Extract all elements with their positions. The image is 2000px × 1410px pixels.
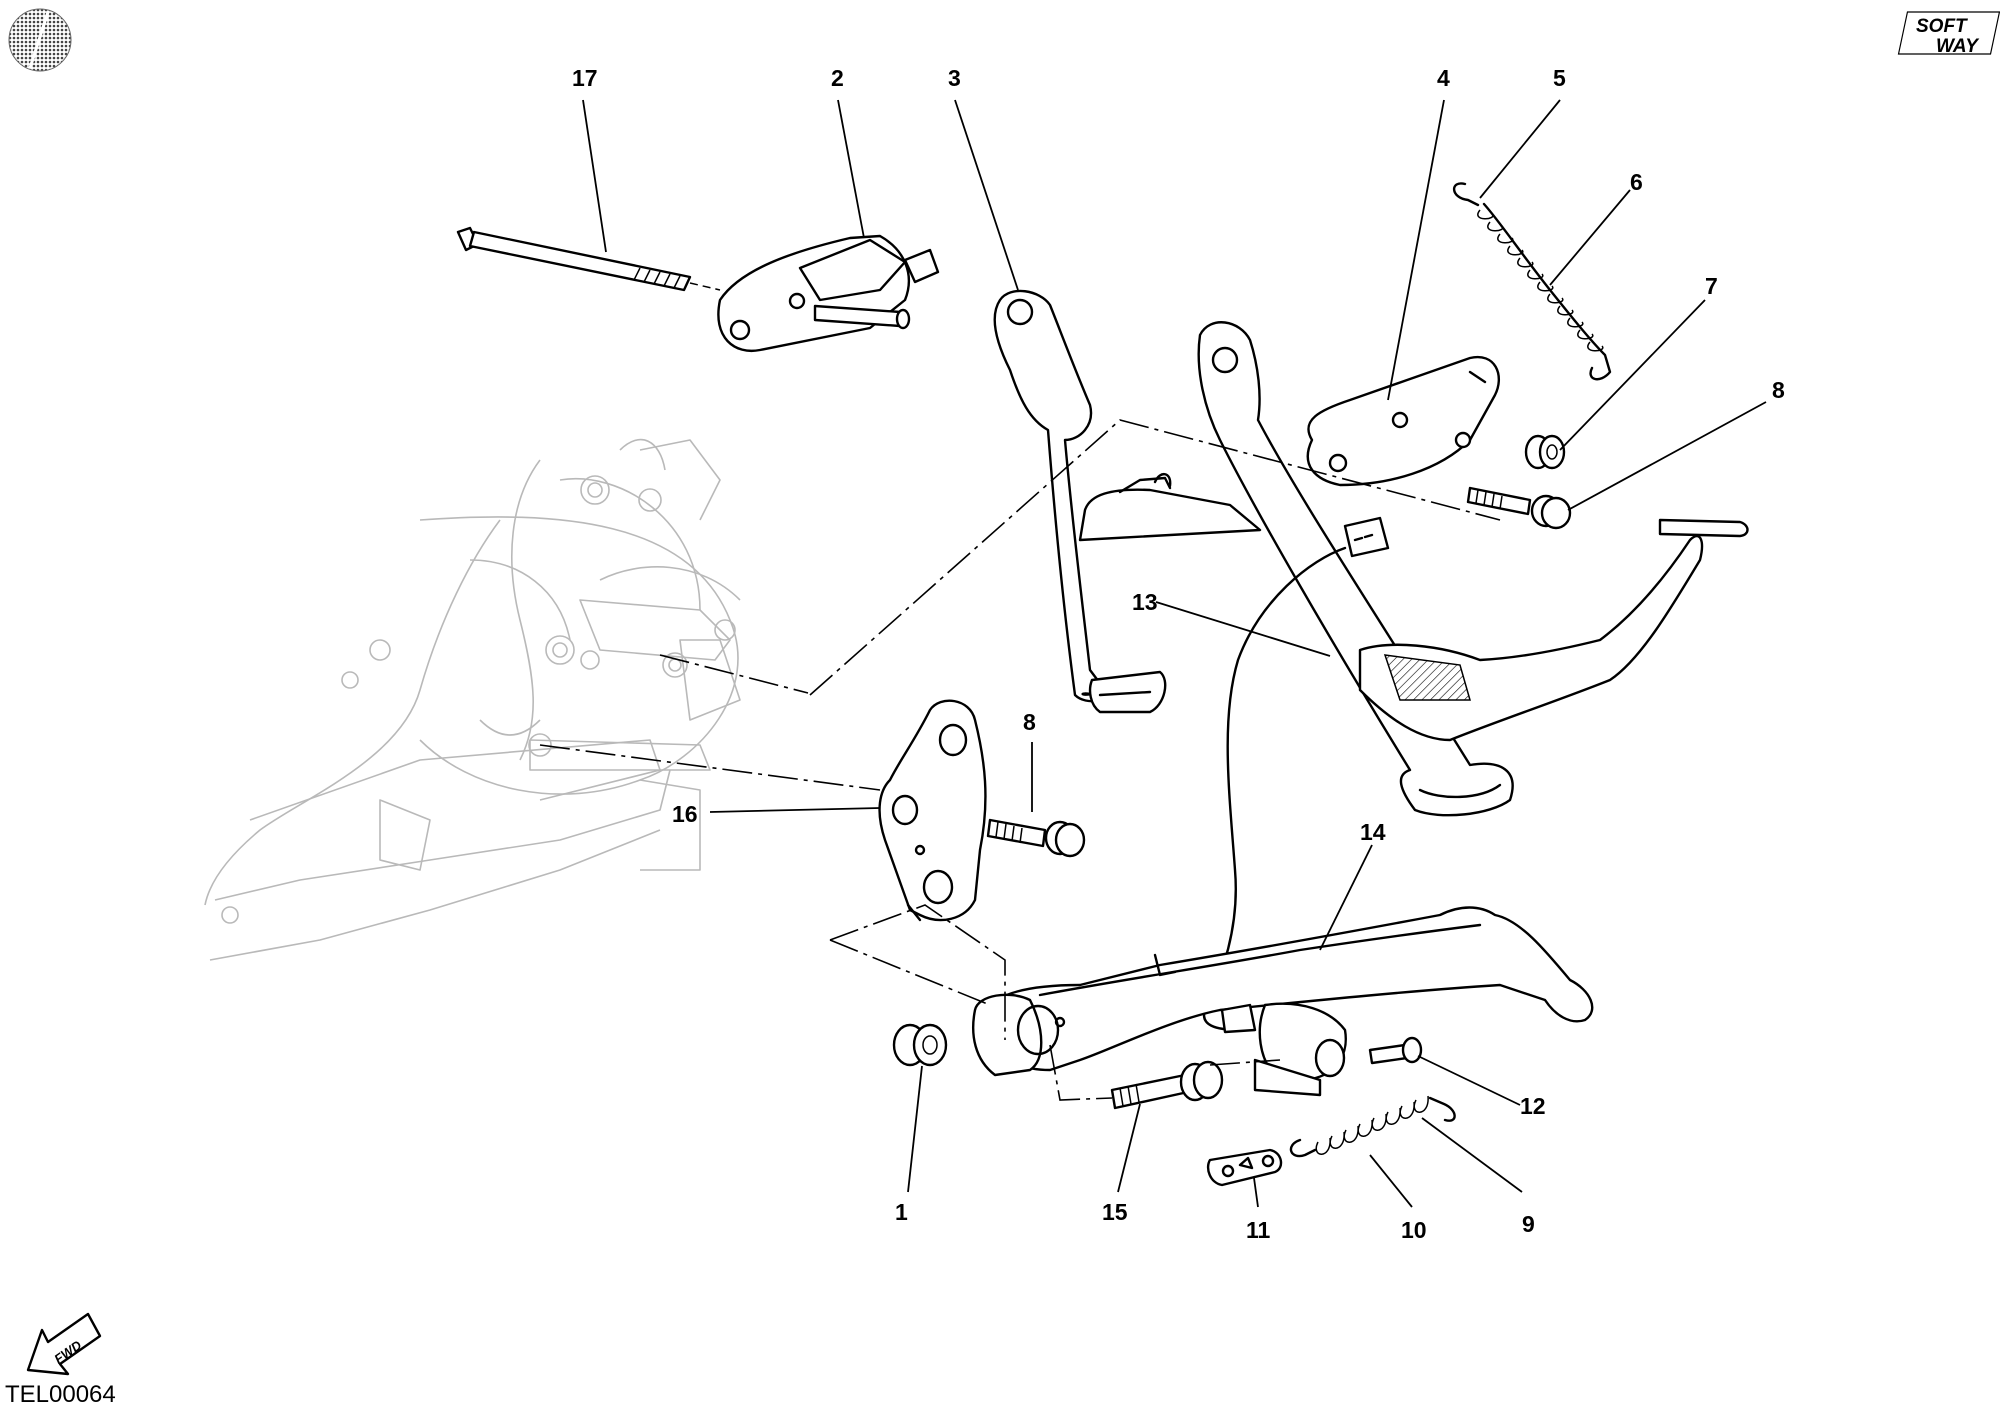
forward-direction-arrow: FWD [26, 1312, 102, 1376]
part-1-bushing [892, 1023, 948, 1067]
part-8-bolt-upper [1466, 486, 1572, 530]
part-5-6-spring [1452, 182, 1612, 381]
callout-15: 15 [1102, 1199, 1128, 1225]
drawing-code: TEL00064 [5, 1381, 116, 1408]
part-14-side-stand [972, 906, 1594, 1097]
part-3-left-leg [993, 289, 1167, 714]
callout-1: 1 [895, 1199, 908, 1225]
assembly-lines [539, 419, 1501, 1101]
callout-16: 16 [672, 801, 698, 827]
callout-13: 13 [1132, 589, 1158, 615]
callout-3: 3 [948, 65, 961, 91]
logo-text-line2: WAY [1936, 36, 1980, 57]
logo-text-line1: SOFT [1916, 16, 1968, 37]
part-2-bracket [717, 234, 940, 353]
part-3-foot-lever [1358, 518, 1749, 742]
part-3-crossbar [1078, 473, 1262, 542]
stamp-icon [8, 8, 72, 72]
engine-casing-outline [204, 438, 741, 961]
part-15-stud [1110, 1060, 1224, 1110]
part-16-bracket [878, 699, 987, 922]
part-11-clip [1206, 1148, 1283, 1187]
part-4-plate [1306, 355, 1500, 487]
callout-11: 11 [1246, 1217, 1271, 1243]
callout-4: 4 [1437, 65, 1450, 91]
part-7-nut [1524, 434, 1566, 470]
callout-8-upper: 8 [1772, 377, 1785, 403]
callout-17: 17 [572, 65, 598, 91]
part-8-bolt-lower [986, 818, 1086, 858]
callout-leaders [582, 99, 1767, 1208]
part-9-10-spring [1289, 1095, 1456, 1158]
callout-5: 5 [1553, 65, 1566, 91]
callout-labels: 17 2 3 4 5 6 7 8 8 9 10 11 12 13 14 15 1… [572, 65, 1785, 1243]
callout-6: 6 [1630, 169, 1643, 195]
part-17-long-bolt [456, 226, 721, 292]
callout-2: 2 [831, 65, 844, 91]
callout-10: 10 [1401, 1217, 1427, 1243]
callout-8-lower: 8 [1023, 709, 1036, 735]
part-12-small-bolt [1368, 1036, 1423, 1065]
part-3-right-leg [1197, 321, 1514, 817]
callout-7: 7 [1705, 273, 1718, 299]
softway-logo: SOFT WAY [1897, 11, 2000, 57]
callout-14: 14 [1360, 819, 1386, 845]
callout-9: 9 [1522, 1211, 1535, 1237]
callout-12: 12 [1520, 1093, 1546, 1119]
